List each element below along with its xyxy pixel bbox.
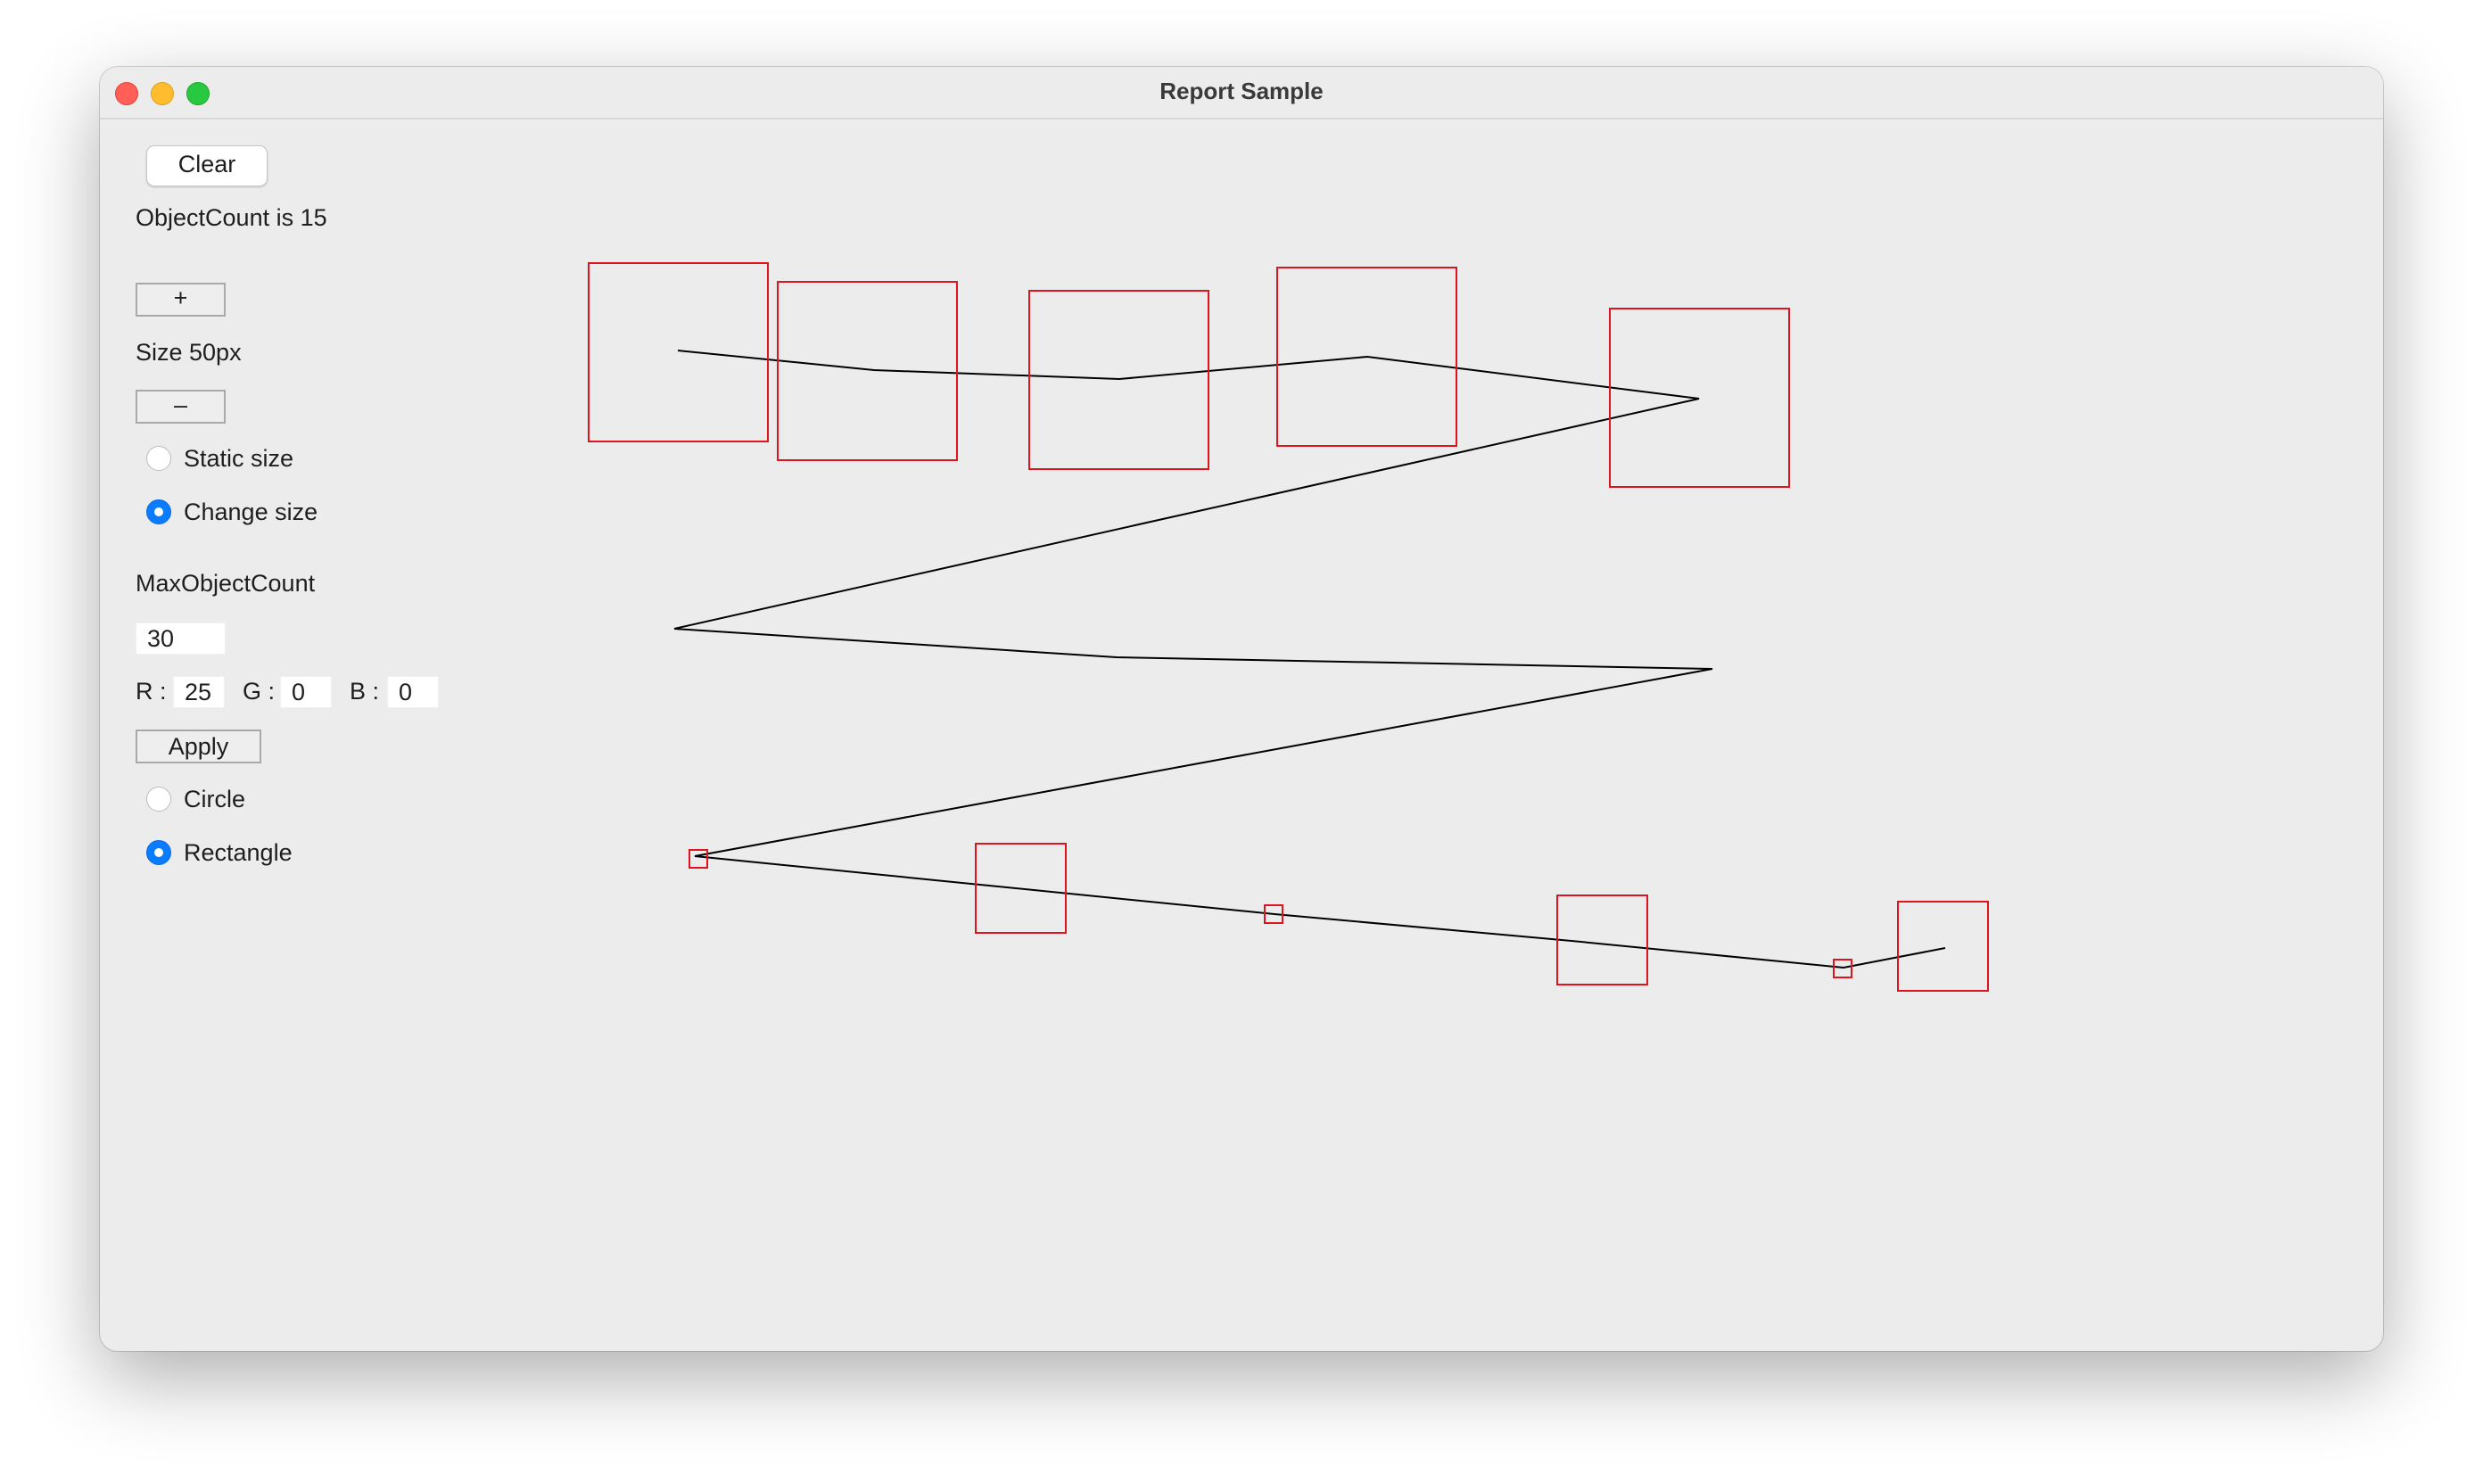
zoom-window-button[interactable] — [186, 82, 210, 105]
shape-rectangle — [1556, 895, 1648, 985]
max-object-count-input[interactable]: 30 — [136, 622, 226, 655]
increase-size-button[interactable]: + — [136, 283, 226, 317]
change-size-radio[interactable] — [146, 499, 171, 524]
title-bar: Report Sample — [100, 67, 2383, 120]
clear-button[interactable]: Clear — [146, 145, 268, 186]
object-path-line — [673, 350, 1946, 969]
shape-rectangle — [1609, 308, 1790, 488]
shape-rectangle — [1028, 290, 1209, 470]
close-window-button[interactable] — [115, 82, 138, 105]
drawing-canvas[interactable] — [100, 67, 2383, 1351]
static-size-label: Static size — [184, 445, 294, 472]
green-label: G : — [243, 678, 276, 705]
shape-rectangle — [777, 281, 958, 461]
static-size-radio[interactable] — [146, 446, 171, 471]
window-title: Report Sample — [1159, 78, 1324, 104]
max-object-count-label: MaxObjectCount — [136, 570, 316, 597]
blue-label: B : — [350, 678, 380, 705]
decrease-size-button[interactable]: – — [136, 390, 226, 424]
rectangle-label: Rectangle — [184, 839, 293, 866]
shape-rectangle — [588, 262, 769, 442]
shape-rectangle — [1897, 901, 1989, 992]
shape-rectangle — [1833, 959, 1852, 978]
shape-rectangle — [975, 843, 1067, 934]
shape-rectangle — [1276, 267, 1457, 447]
minimize-window-button[interactable] — [151, 82, 174, 105]
object-count-label: ObjectCount is 15 — [136, 204, 327, 231]
red-label: R : — [136, 678, 167, 705]
circle-radio[interactable] — [146, 787, 171, 812]
circle-label: Circle — [184, 786, 246, 812]
green-input[interactable]: 0 — [280, 676, 332, 708]
apply-button[interactable]: Apply — [136, 730, 261, 763]
shape-rectangle — [689, 849, 708, 869]
size-label: Size 50px — [136, 339, 242, 366]
blue-input[interactable]: 0 — [387, 676, 439, 708]
rectangle-radio[interactable] — [146, 840, 171, 865]
app-window: Report Sample Clear ObjectCount is 15 + … — [100, 67, 2383, 1351]
change-size-label: Change size — [184, 499, 318, 525]
shape-rectangle — [1264, 904, 1283, 924]
red-input[interactable]: 25 — [173, 676, 225, 708]
